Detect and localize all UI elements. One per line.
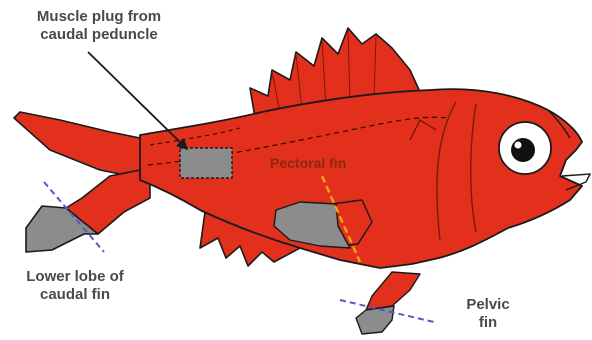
pelvic-fin-label-line2: fin — [460, 314, 516, 332]
lower-lobe-label-line2: caudal fin — [0, 286, 150, 304]
lower-lobe-label: Lower lobe of caudal fin — [0, 268, 150, 304]
eye-icon — [499, 122, 551, 174]
muscle-plug-sample — [180, 148, 232, 178]
pelvic-fin-label: Pelvic fin — [460, 296, 516, 332]
pelvic-fin-sample — [356, 306, 394, 334]
muscle-plug-label: Muscle plug from caudal peduncle — [6, 8, 192, 44]
lower-lobe-label-line1: Lower lobe of — [0, 268, 150, 286]
muscle-plug-label-line2: caudal peduncle — [6, 26, 192, 44]
pelvic-fin — [366, 272, 420, 310]
caudal-fin-upper-lobe — [14, 112, 150, 180]
muscle-plug-label-line1: Muscle plug from — [6, 8, 192, 26]
pelvic-fin-label-line1: Pelvic — [460, 296, 516, 314]
pectoral-fin-label: Pectoral fin — [270, 155, 346, 171]
